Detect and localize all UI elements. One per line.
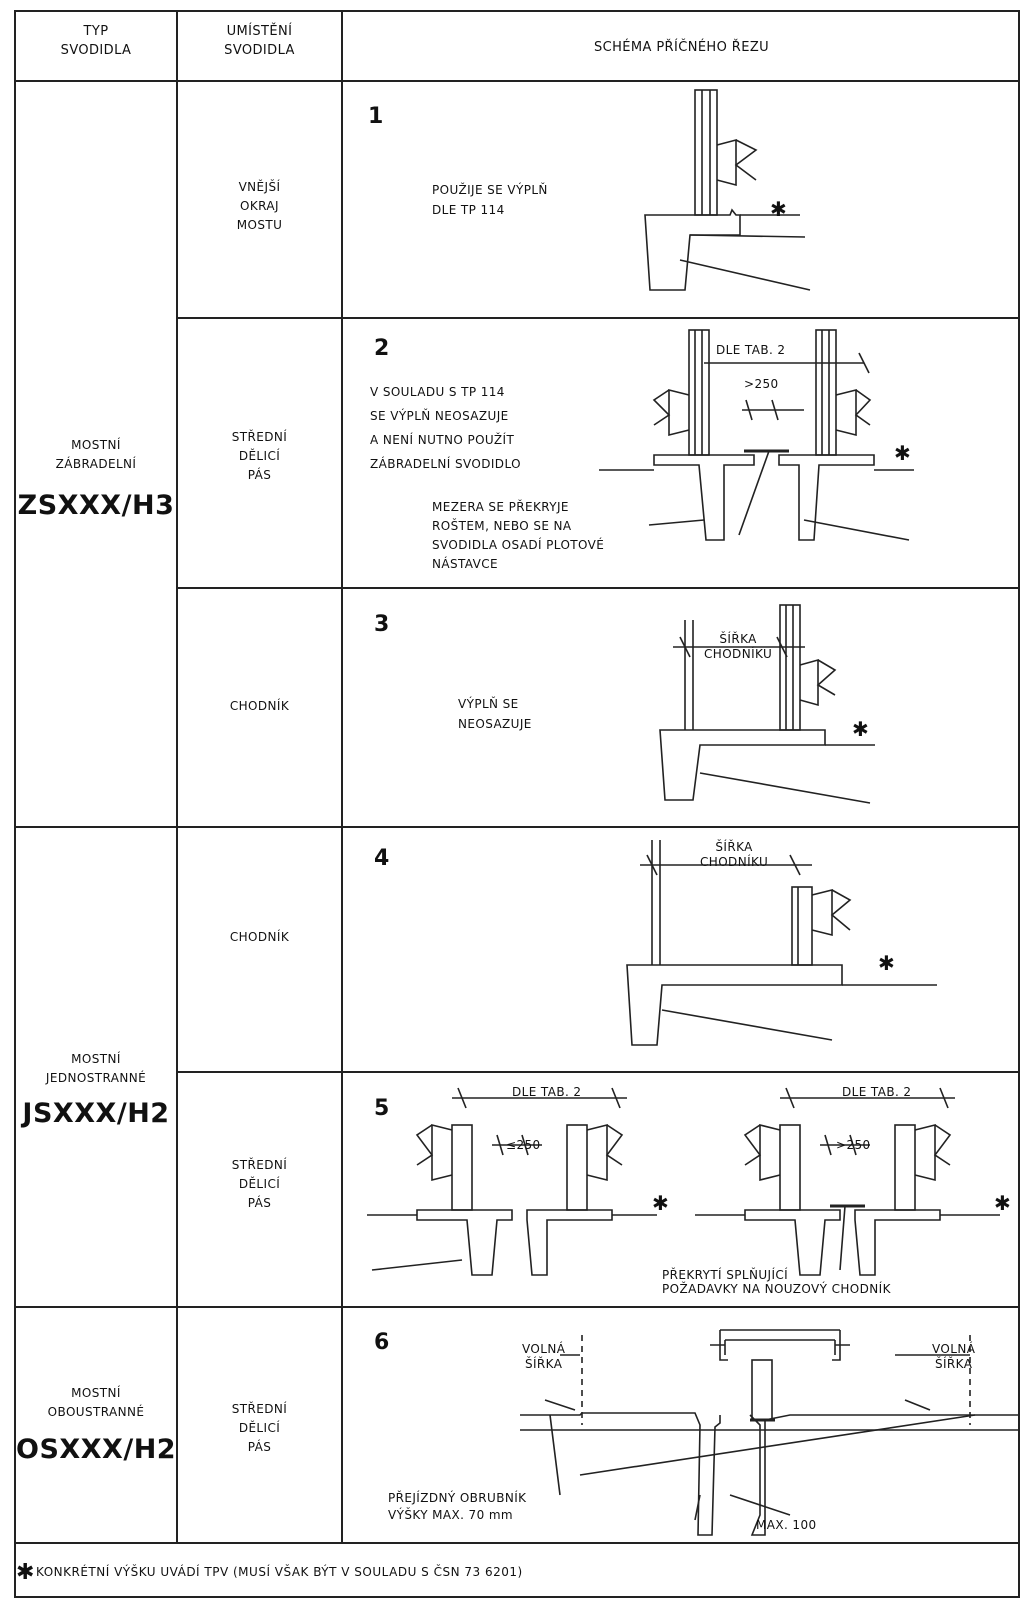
- dim-label-row-3: ŠÍŘKA CHODNÍKU: [704, 632, 773, 661]
- row-divider-4: [176, 1071, 1020, 1073]
- header-divider: [14, 80, 1020, 82]
- gap-label-row-2: >250: [744, 377, 779, 391]
- footnote-text: KONKRÉTNÍ VÝŠKU UVÁDÍ TPV (MUSÍ VŠAK BÝT…: [36, 1565, 523, 1579]
- asterisk-1: ✱: [770, 197, 788, 221]
- header-type: TYP SVODIDLA: [60, 24, 132, 58]
- row-number-5: 5: [374, 1096, 390, 1121]
- cover-note-row-5: PŘEKRYTÍ SPLŇUJÍCÍ POŽADAVKY NA NOUZOVÝ …: [662, 1268, 891, 1296]
- col-divider-2: [341, 10, 343, 1542]
- group-label-1: MOSTNÍ ZÁBRADELNÍ: [55, 438, 137, 471]
- drawing-4: [626, 840, 937, 1046]
- group-label-2: MOSTNÍ JEDNOSTRANNÉ: [45, 1052, 147, 1085]
- max-label-row-6: MAX. 100: [756, 1518, 817, 1532]
- dim-label-row-4: ŠÍŘKA CHODNÍKU: [700, 840, 769, 869]
- row-number-3: 3: [374, 612, 390, 637]
- drawing-6: [520, 1329, 1020, 1536]
- header-location: UMÍSTĚNÍ SVODIDLA: [224, 24, 295, 58]
- group-label-3: MOSTNÍ OBOUSTRANNÉ: [47, 1386, 145, 1419]
- drawing-3: [659, 604, 875, 804]
- asterisk-4: ✱: [878, 951, 896, 975]
- location-row-5: STŘEDNÍ DĚLICÍ PÁS: [231, 1158, 288, 1210]
- dim-label-row-2: DLE TAB. 2: [716, 343, 786, 357]
- drawing-5-left: [367, 1087, 657, 1276]
- location-row-1: VNĚJŠÍ OKRAJ MOSTU: [236, 180, 283, 232]
- row-number-1: 1: [368, 104, 384, 129]
- row-number-4: 4: [374, 846, 390, 871]
- location-row-4: CHODNÍK: [229, 930, 290, 944]
- row-number-2: 2: [374, 336, 390, 361]
- group-divider-2: [14, 1306, 1020, 1308]
- row-divider-1: [176, 317, 1020, 319]
- group-code-3: OSXXX/H2: [16, 1434, 177, 1465]
- location-row-3: CHODNÍK: [229, 699, 290, 713]
- header-scheme: SCHÉMA PŘÍČNÉHO ŘEZU: [593, 40, 770, 55]
- dim-label-row-5-right: DLE TAB. 2: [842, 1085, 912, 1099]
- note-row-3: VÝPLŇ SE NEOSAZUJE: [458, 697, 532, 731]
- footnote-divider: [14, 1542, 1020, 1544]
- footnote-asterisk: ✱: [16, 1560, 35, 1585]
- free-width-right: VOLNÁ ŠÍŘKA: [932, 1342, 976, 1371]
- drawing-2: [599, 329, 914, 541]
- location-row-2: STŘEDNÍ DĚLICÍ PÁS: [231, 430, 288, 482]
- curb-note-row-6: PŘEJÍZDNÝ OBRUBNÍK VÝŠKY MAX. 70 mm: [388, 1491, 527, 1522]
- row-divider-2: [176, 587, 1020, 589]
- free-width-left: VOLNÁ ŠÍŘKA: [522, 1342, 566, 1371]
- gap-note-row-2: MEZERA SE PŘEKRYJE ROŠTEM, NEBO SE NA SV…: [432, 500, 605, 571]
- gap-label-row-5-right: >250: [836, 1138, 871, 1152]
- dim-label-row-5-left: DLE TAB. 2: [512, 1085, 582, 1099]
- row-number-6: 6: [374, 1330, 390, 1355]
- group-divider-1: [14, 826, 1020, 828]
- asterisk-5a: ✱: [652, 1191, 670, 1215]
- group-code-2: JSXXX/H2: [22, 1098, 170, 1129]
- table-frame: [14, 10, 1020, 1598]
- note-row-2: V SOULADU S TP 114 SE VÝPLŇ NEOSAZUJE A …: [370, 385, 521, 471]
- group-code-1: ZSXXX/H3: [17, 490, 175, 521]
- asterisk-5b: ✱: [994, 1191, 1012, 1215]
- location-row-6: STŘEDNÍ DĚLICÍ PÁS: [231, 1402, 288, 1454]
- asterisk-3: ✱: [852, 717, 870, 741]
- asterisk-2: ✱: [894, 441, 912, 465]
- drawing-1: [644, 89, 811, 291]
- drawing-5-right: [695, 1087, 1000, 1276]
- note-row-1: POUŽIJE SE VÝPLŇ DLE TP 114: [432, 183, 548, 217]
- gap-label-row-5-left: ≤250: [506, 1138, 541, 1152]
- col-divider-1: [176, 10, 178, 1542]
